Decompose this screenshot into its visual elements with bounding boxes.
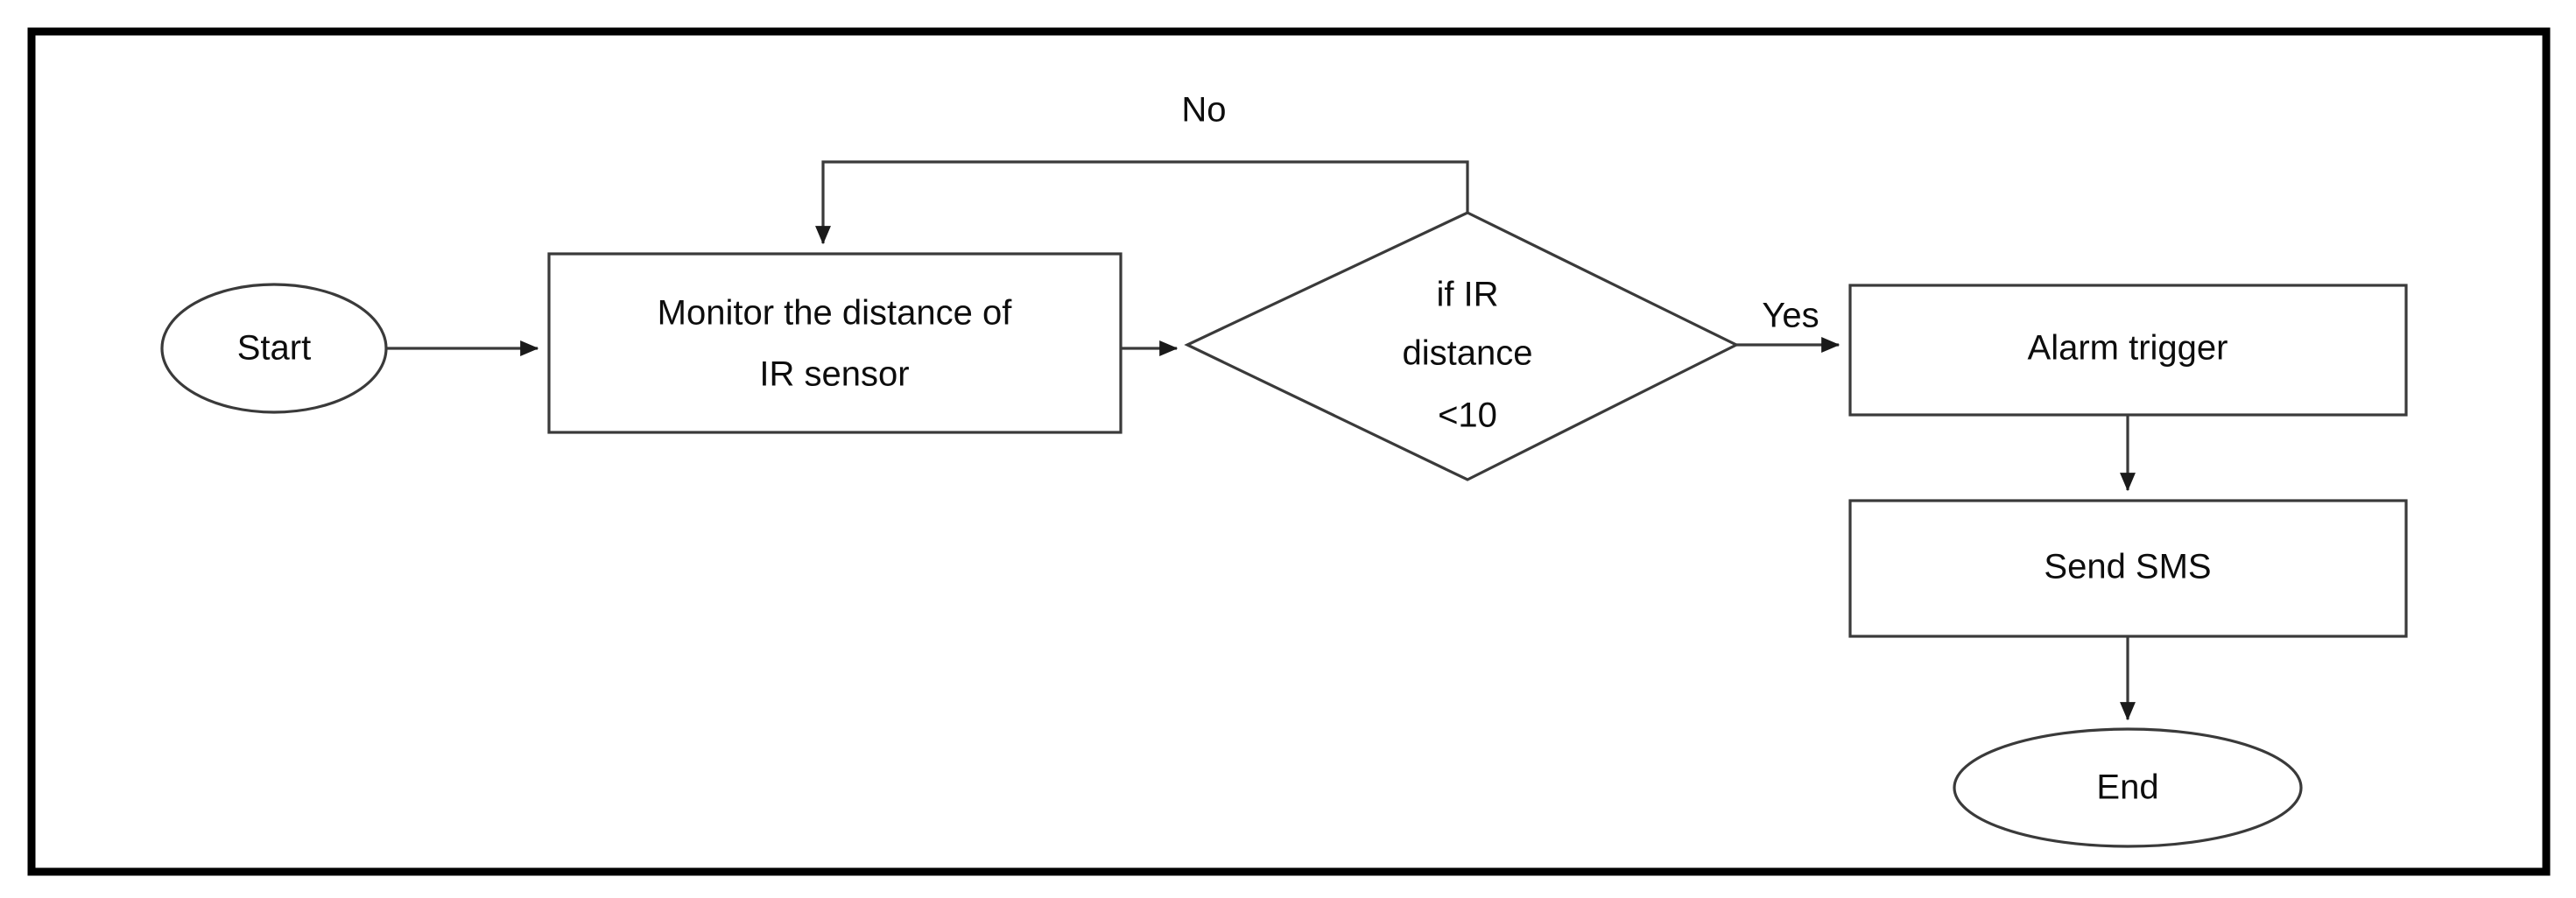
node-end-label: End xyxy=(2096,768,2158,807)
node-sms-shape[interactable] xyxy=(1848,499,2408,638)
node-monitor-shape[interactable] xyxy=(547,252,1123,434)
edge-label-no: No xyxy=(1181,91,1226,130)
edge-decision-to-monitor-no xyxy=(815,160,1469,245)
node-end-shape[interactable] xyxy=(1953,727,2303,848)
node-sms-label: Send SMS xyxy=(2044,548,2211,586)
node-decision-shape[interactable] xyxy=(1184,211,1740,481)
node-start-label: Start xyxy=(237,329,311,368)
outer-border xyxy=(27,27,2551,876)
node-start-shape[interactable] xyxy=(160,283,388,414)
edge-label-yes: Yes xyxy=(1762,297,1819,335)
node-alarm-label: Alarm trigger xyxy=(2028,329,2228,368)
node-monitor-label-line1: Monitor the distance of xyxy=(658,294,1013,333)
node-monitor-label-line2: IR sensor xyxy=(759,355,909,394)
node-decision-label-line2: distance xyxy=(1403,334,1533,373)
node-decision-label-line1: if IR xyxy=(1436,276,1498,314)
node-decision-label-line3: <10 xyxy=(1438,396,1497,435)
